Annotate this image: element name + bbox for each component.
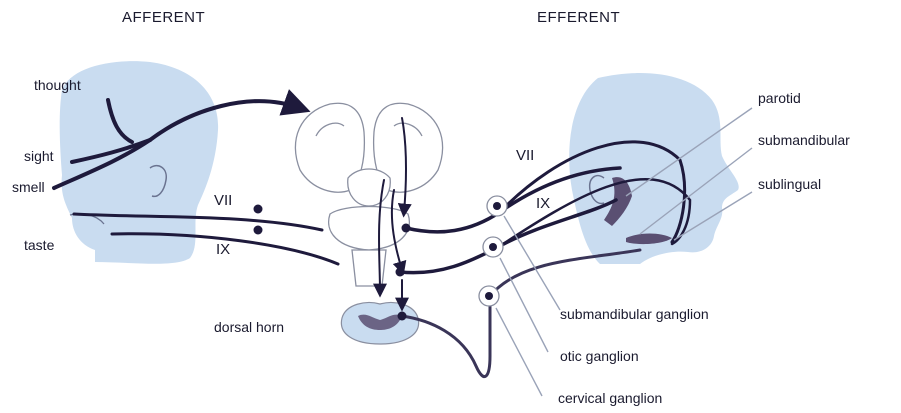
sublingual-label: sublingual <box>758 176 821 192</box>
dorsal-horn-label: dorsal horn <box>214 319 284 335</box>
cervical-ganglion-label: cervical ganglion <box>558 390 662 406</box>
brain-section <box>295 103 442 286</box>
afferent-vii-label: VII <box>214 193 232 209</box>
thought-label: thought <box>34 77 81 93</box>
vii-ganglion-dot <box>254 205 263 214</box>
ganglia <box>479 196 507 306</box>
smell-label: smell <box>12 179 45 195</box>
parotid-label: parotid <box>758 90 801 106</box>
sight-label: sight <box>24 148 54 164</box>
dorsal-horn-dot <box>398 312 407 321</box>
efferent-ix-label: IX <box>536 196 550 212</box>
submandibular-label: submandibular <box>758 132 850 148</box>
efferent-header: EFFERENT <box>537 10 620 26</box>
cervical-ganglion-pointer <box>496 308 542 396</box>
medulla-outline <box>352 250 386 286</box>
afferent-header: AFFERENT <box>122 10 205 26</box>
efferent-vii-label: VII <box>516 148 534 164</box>
brainstem-outline <box>329 207 410 251</box>
afferent-ix-label: IX <box>216 242 230 258</box>
right-head <box>569 73 739 264</box>
ix-ganglion-dot <box>254 226 263 235</box>
otic-ganglion-label: otic ganglion <box>560 348 639 364</box>
taste-label: taste <box>24 237 54 253</box>
spinal-cord-section <box>341 303 418 344</box>
submandibular-ganglion-label: submandibular ganglion <box>560 306 709 322</box>
otic-ganglion-icon <box>483 237 503 257</box>
cervical-ganglion-icon <box>479 286 499 306</box>
submandibular-ganglion-icon <box>487 196 507 216</box>
superior-salivatory-nucleus-dot <box>402 224 411 233</box>
thalamus-outline <box>348 169 391 206</box>
inferior-salivatory-nucleus-dot <box>396 268 405 277</box>
